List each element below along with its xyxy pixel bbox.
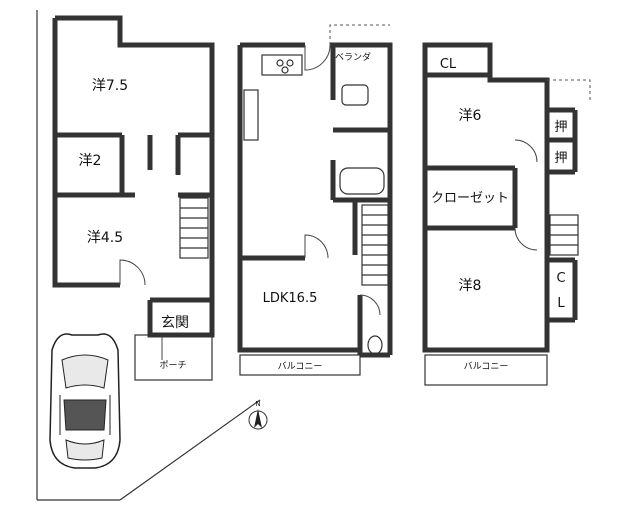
floor3-stairs	[549, 214, 579, 256]
floor2-balcony	[239, 354, 361, 376]
room-ldk: LDK16.5	[263, 291, 318, 306]
floor1-door-arc	[119, 259, 146, 286]
floor1-stairs	[179, 197, 209, 259]
label-cl-c: C	[556, 271, 565, 286]
room-western-7-5: 洋7.5	[92, 78, 128, 94]
compass-icon: N	[248, 400, 268, 430]
label-cl-l: L	[557, 296, 565, 311]
stove	[261, 54, 303, 76]
label-cl-top: CL	[440, 57, 457, 72]
floor-1: 洋7.5 洋2 洋4.5 玄関 ポーチ	[36, 10, 261, 501]
wash-basin	[341, 84, 369, 106]
floor2-wall-top-right	[330, 42, 393, 355]
toilet	[367, 335, 383, 355]
compass-north-label: N	[255, 400, 260, 408]
porch-outline	[134, 334, 213, 381]
room-porch: ポーチ	[159, 360, 186, 371]
floor3-door-8	[514, 227, 538, 251]
floor2-toilet-door	[359, 294, 381, 316]
bathtub	[339, 167, 385, 195]
floor3-dashed-top	[547, 79, 591, 100]
floor2-wall-left-bottom	[237, 45, 360, 353]
floor3-label-balcony: バルコニー	[464, 361, 509, 372]
room-western-2: 洋2	[79, 153, 102, 169]
floor3-balcony	[424, 354, 548, 386]
label-oshi-1: 押	[554, 120, 567, 135]
room-entrance: 玄関	[161, 314, 189, 331]
floor2-stairs	[361, 204, 389, 286]
floor2-veranda-door	[304, 44, 331, 71]
floor-2: ベランダ LDK16.5 バルコニー	[237, 24, 393, 376]
room-closet: クローゼット	[431, 191, 509, 206]
room-western-6: 洋6	[459, 108, 482, 124]
veranda-outline	[329, 24, 390, 45]
floor1-outer-wall-left	[52, 18, 120, 288]
floor-3: CL 洋6 押 押 クローゼット 洋8 C L バルコニー	[422, 42, 591, 386]
floor3-door-6	[514, 139, 538, 163]
kitchen-counter	[243, 89, 259, 141]
floor2-kitchen-door	[304, 234, 329, 259]
car-icon	[49, 333, 121, 469]
floor2-label-balcony: バルコニー	[278, 361, 323, 372]
room-western-8: 洋8	[459, 278, 482, 294]
label-veranda: ベランダ	[335, 51, 371, 63]
site-boundary-diagonal	[119, 399, 261, 501]
room-western-4-5: 洋4.5	[87, 230, 123, 246]
label-oshi-2: 押	[554, 151, 567, 166]
